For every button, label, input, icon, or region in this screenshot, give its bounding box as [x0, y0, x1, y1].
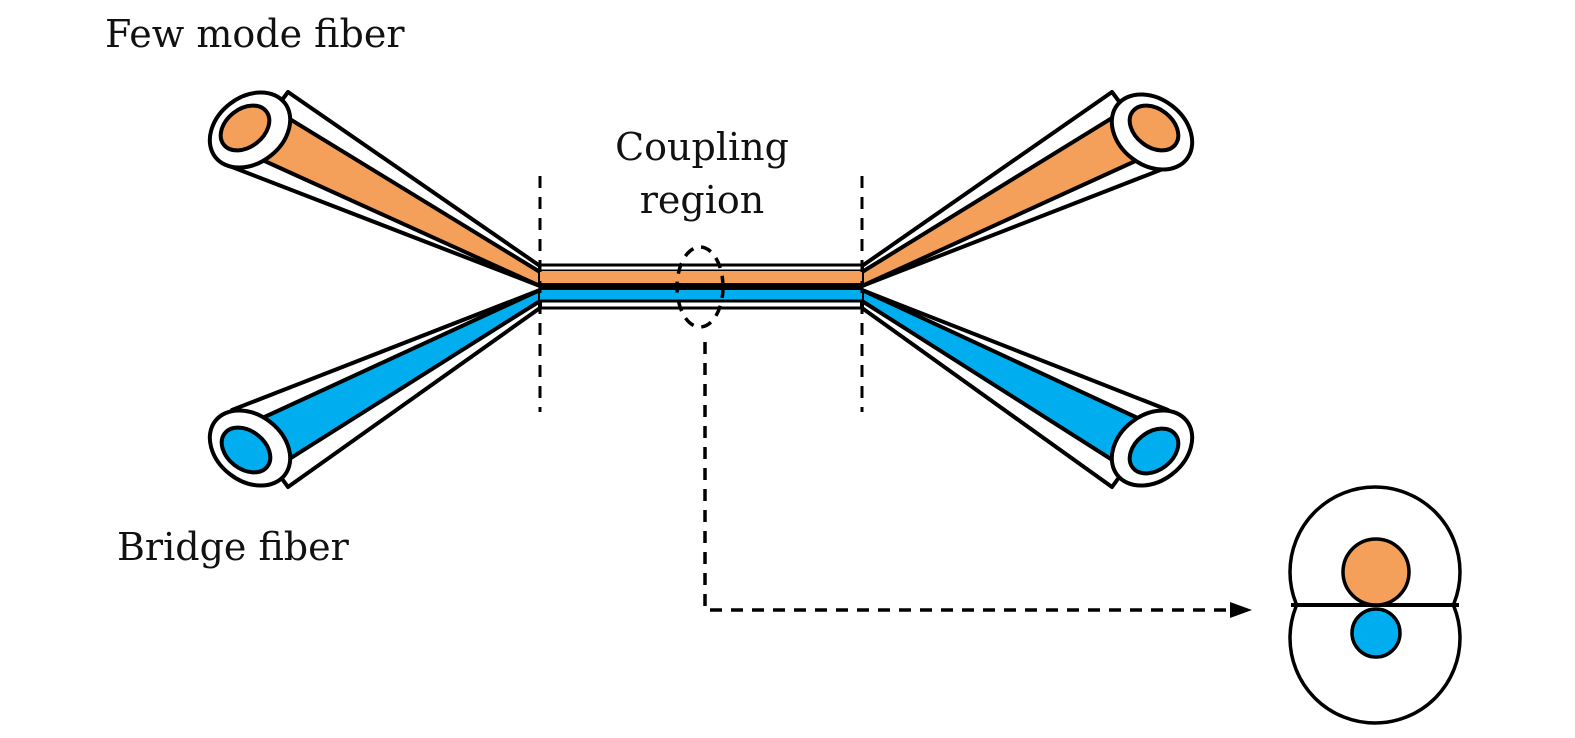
- core-end: [219, 425, 273, 475]
- core-taper: [256, 108, 542, 288]
- coupling-region: [538, 263, 864, 310]
- cross-section-arrow: [703, 342, 1232, 612]
- core-end: [1127, 426, 1181, 476]
- core-end: [218, 103, 272, 153]
- coupler-bridge-core: [540, 290, 862, 301]
- few-mode-fiber-left: [207, 90, 542, 288]
- bridge-fiber-left: [207, 288, 542, 489]
- coupler-outer-top: [538, 263, 864, 273]
- cross-section: [1288, 485, 1462, 725]
- core-taper: [860, 108, 1144, 288]
- core-taper: [256, 288, 542, 470]
- few-mode-fiber-label: Few mode fiber: [105, 12, 405, 56]
- coupler-interface: [540, 283, 862, 290]
- fmf-core-section: [1341, 537, 1411, 607]
- few-mode-fiber-right: [860, 90, 1195, 288]
- bridge-fiber-right: [860, 288, 1195, 489]
- bridge-core-section: [1350, 607, 1402, 659]
- coupling-region-label-line1: Coupling: [615, 125, 789, 169]
- coupler-fmf-core: [540, 271, 862, 284]
- coupling-region-label-line2: region: [640, 178, 764, 222]
- arrow-head: [1230, 602, 1252, 618]
- core-end: [1127, 103, 1181, 153]
- bridge-fiber-label: Bridge fiber: [117, 525, 350, 569]
- core-taper: [860, 288, 1144, 470]
- bridge-cladding-section: [1288, 604, 1462, 725]
- cross-section-highlight: [675, 245, 725, 329]
